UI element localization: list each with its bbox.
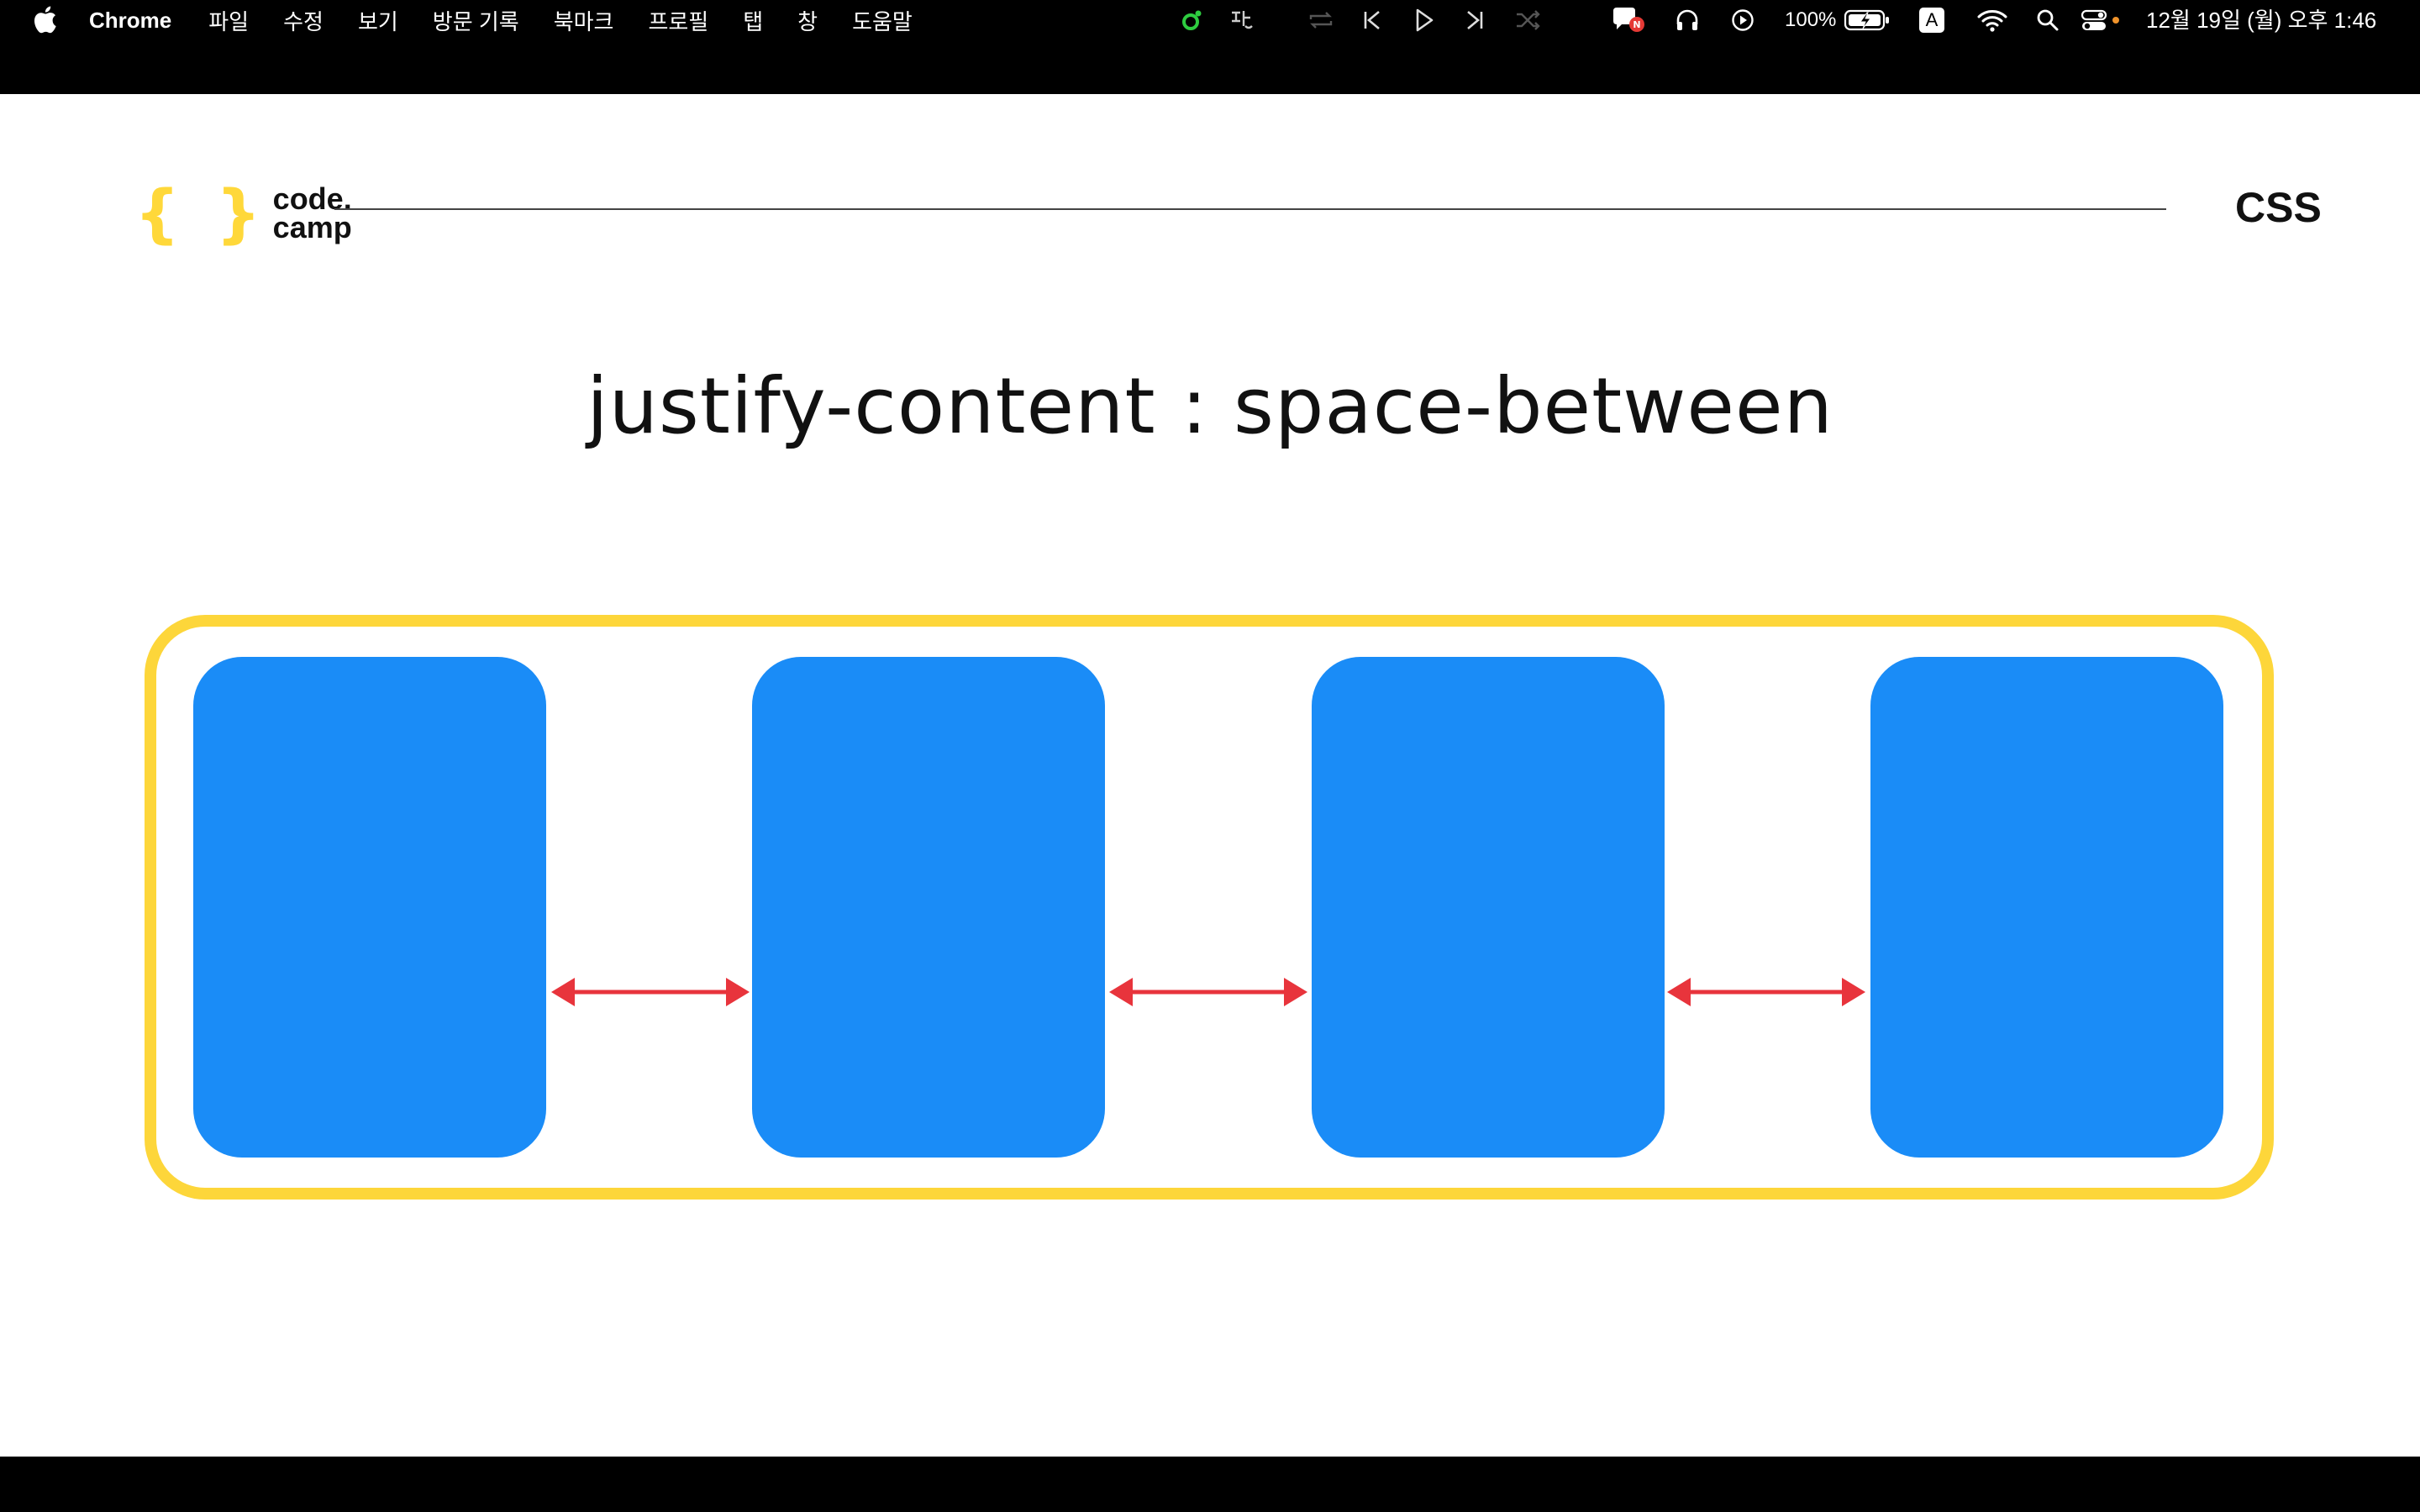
spotlight-search-icon[interactable]: [2033, 7, 2062, 34]
flex-item-3: [1311, 657, 1665, 1158]
chat-notification-icon[interactable]: N: [1610, 7, 1647, 34]
space-arrow-2: [1109, 978, 1307, 1006]
svg-text:N: N: [1633, 19, 1640, 30]
header-divider: [334, 208, 2166, 210]
menu-view[interactable]: 보기: [357, 8, 398, 34]
wifi-icon[interactable]: [1975, 7, 2010, 34]
menu-file[interactable]: 파일: [208, 8, 250, 34]
headphones-icon[interactable]: [1672, 7, 1702, 34]
flex-container-diagram: [145, 615, 2274, 1200]
battery-charging-icon[interactable]: [1844, 7, 1891, 34]
input-source-label: A: [1919, 8, 1944, 33]
next-track-icon[interactable]: [1460, 7, 1489, 34]
shuffle-icon[interactable]: [1512, 7, 1543, 34]
menu-profiles[interactable]: 프로필: [648, 8, 709, 34]
music-app-icon[interactable]: [1178, 7, 1207, 34]
apple-menu-icon[interactable]: [32, 5, 57, 39]
menu-app-name[interactable]: Chrome: [89, 7, 172, 33]
menu-history[interactable]: 방문 기록: [432, 8, 519, 34]
topic-label: CSS: [2235, 184, 2322, 231]
clock[interactable]: 12월 19일 (월) 오후 1:46: [2146, 8, 2377, 33]
repeat-icon[interactable]: [1306, 7, 1336, 34]
menu-window[interactable]: 창: [797, 8, 818, 34]
menu-bar: Chrome 파일 수정 보기 방문 기록 북마크 프로필 탭 창 도움말: [0, 0, 2420, 40]
menu-edit[interactable]: 수정: [283, 8, 324, 34]
menu-tab[interactable]: 탭: [743, 8, 764, 34]
logo-line-2: camp: [272, 210, 352, 244]
space-arrow-3: [1667, 978, 1865, 1006]
logo-wordmark: code. camp: [272, 184, 352, 244]
app-menus: Chrome 파일 수정 보기 방문 기록 북마크 프로필 탭 창 도움말: [89, 0, 947, 40]
menu-help[interactable]: 도움말: [852, 8, 913, 34]
input-source-icon[interactable]: A: [1918, 7, 1946, 34]
logo-braces: { }: [134, 176, 268, 250]
now-playing-icon[interactable]: [1728, 7, 1758, 34]
control-center-icon[interactable]: [2081, 7, 2121, 34]
space-arrow-1: [551, 978, 750, 1006]
flex-item-2: [752, 657, 1106, 1158]
lyrics-icon[interactable]: [1227, 7, 1255, 34]
play-icon[interactable]: [1410, 7, 1439, 34]
battery-percent: 100%: [1785, 8, 1837, 31]
bottom-letterbox: [0, 1457, 2420, 1512]
menu-bookmarks[interactable]: 북마크: [553, 8, 614, 34]
previous-track-icon[interactable]: [1358, 7, 1386, 34]
flex-item-4: [1870, 657, 2223, 1158]
status-area: N 100% A 12월 19일 (월) 오후 1:46: [1168, 0, 2403, 40]
codecamp-logo: { } code. camp: [134, 180, 352, 247]
slide-title: justify-content : space-between: [587, 361, 1833, 451]
slide: { } code. camp CSS justify-content : spa…: [0, 94, 2420, 1457]
flex-item-1: [193, 657, 546, 1158]
